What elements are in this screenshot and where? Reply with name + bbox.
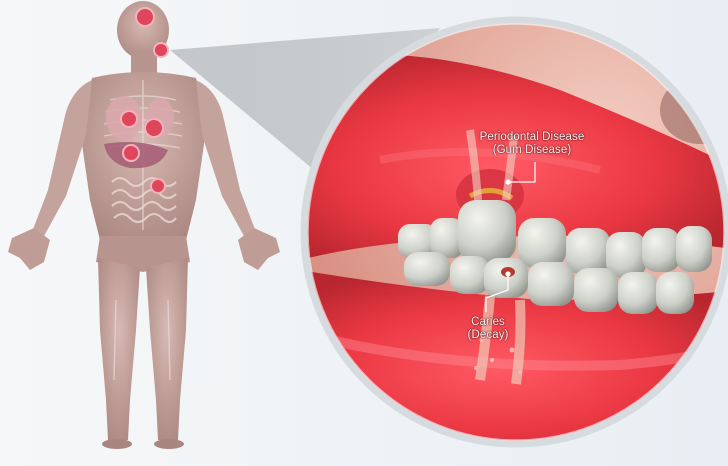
caries-label: Caries (Decay) <box>456 316 520 342</box>
liver-marker <box>123 145 139 161</box>
lung-marker <box>121 111 137 127</box>
periodontal-disease-label-line1: Periodontal Disease <box>472 131 592 144</box>
periodontal-disease-label-line2: (Gum Disease) <box>472 144 592 157</box>
caries-label-line1: Caries <box>456 316 520 329</box>
caries-label-line2: (Decay) <box>456 329 520 342</box>
periodontal-disease-label: Periodontal Disease (Gum Disease) <box>472 131 592 157</box>
brain-marker <box>136 8 154 26</box>
stomach-marker <box>151 179 165 193</box>
heart-marker <box>145 119 163 137</box>
mouth-marker <box>154 43 168 57</box>
